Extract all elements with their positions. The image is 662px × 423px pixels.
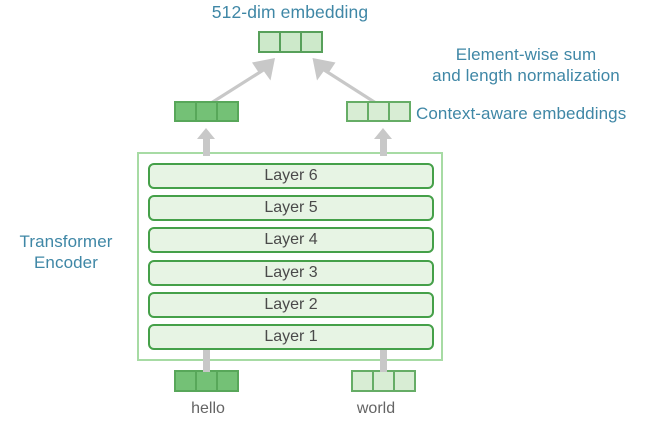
input-connector-world	[380, 340, 387, 372]
vector-cell	[195, 370, 218, 392]
encoder-layer-4[interactable]: Layer 4	[148, 227, 434, 254]
vector-cell	[367, 101, 390, 122]
vector-cell	[174, 370, 197, 392]
input-connector-hello	[203, 340, 210, 372]
transformer-encoder-label: Transformer Encoder	[19, 232, 113, 272]
encoder-layer-2[interactable]: Layer 2	[148, 291, 434, 318]
context-embeddings-label: Context-aware embeddings	[416, 104, 627, 123]
input-vector-hello	[174, 370, 239, 392]
arrow-up-icon	[197, 128, 216, 156]
vector-cell	[393, 370, 416, 392]
vector-cell	[216, 370, 239, 392]
arrow-up-icon	[374, 128, 393, 156]
output-embedding-vector	[258, 31, 323, 53]
vector-cell	[195, 101, 218, 122]
context-vector-world	[346, 101, 411, 122]
pooling-note: Element-wise sum and length normalizatio…	[432, 45, 620, 85]
vector-cell	[351, 370, 374, 392]
vector-cell	[388, 101, 411, 122]
input-token-world: world	[356, 400, 396, 417]
input-token-hello: hello	[191, 400, 225, 417]
vector-cell	[216, 101, 239, 122]
vector-cell	[346, 101, 369, 122]
input-vector-world	[351, 370, 416, 392]
context-vector-hello	[174, 101, 239, 122]
output-embedding-title: 512-dim embedding	[211, 2, 369, 22]
encoder-layer-stack: Layer 6 Layer 5 Layer 4 Layer 3 Layer 2 …	[148, 163, 434, 350]
vector-cell	[300, 31, 323, 53]
vector-cell	[174, 101, 197, 122]
encoder-layer-6[interactable]: Layer 6	[148, 163, 434, 189]
encoder-layer-1[interactable]: Layer 1	[148, 323, 434, 350]
vector-cell	[372, 370, 395, 392]
encoder-layer-3[interactable]: Layer 3	[148, 259, 434, 286]
encoder-layer-5[interactable]: Layer 5	[148, 195, 434, 222]
